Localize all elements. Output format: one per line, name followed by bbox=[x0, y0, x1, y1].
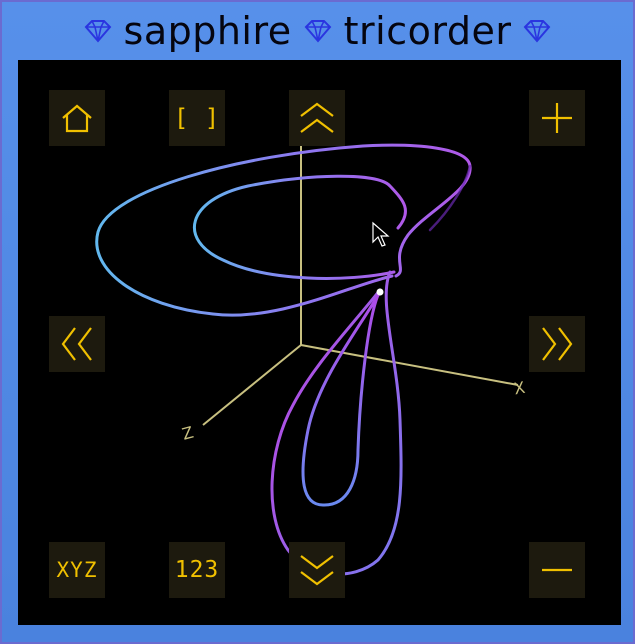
app-title-tricorder: tricorder bbox=[343, 9, 512, 53]
minus-icon bbox=[542, 568, 572, 572]
outer-loop bbox=[95, 143, 472, 317]
lower-lobe bbox=[270, 270, 403, 576]
rotate-down-button[interactable] bbox=[289, 542, 345, 598]
display-screen[interactable]: Y X Z [ ] bbox=[18, 60, 621, 625]
gem-icon bbox=[304, 20, 332, 43]
mouse-cursor-icon bbox=[372, 221, 390, 247]
axis-label-z: Z bbox=[180, 423, 196, 444]
axis-lines bbox=[202, 130, 519, 426]
zoom-out-button[interactable] bbox=[529, 542, 585, 598]
trace-head-dot bbox=[376, 288, 384, 296]
double-chevron-right-icon bbox=[542, 327, 573, 361]
inner-loop bbox=[193, 174, 407, 280]
numeric-display-button[interactable]: 123 bbox=[169, 542, 225, 598]
home-icon bbox=[62, 104, 92, 133]
app-title-sapphire: sapphire bbox=[123, 9, 292, 53]
xyz-label: XYZ bbox=[56, 558, 98, 582]
fading-tail bbox=[428, 164, 472, 232]
zoom-in-button[interactable] bbox=[529, 90, 585, 146]
title-bar: sapphire tricorder bbox=[2, 2, 633, 60]
rotate-up-button[interactable] bbox=[289, 90, 345, 146]
double-chevron-up-icon bbox=[300, 102, 334, 133]
rotate-left-button[interactable] bbox=[49, 316, 105, 372]
home-button[interactable] bbox=[49, 90, 105, 146]
fit-view-button[interactable]: [ ] bbox=[169, 90, 225, 146]
double-chevron-down-icon bbox=[300, 555, 334, 586]
plus-icon bbox=[542, 103, 572, 133]
gem-icon bbox=[524, 20, 551, 43]
gem-icon bbox=[84, 20, 111, 43]
double-chevron-left-icon bbox=[61, 327, 92, 361]
axis-label-x: X bbox=[512, 378, 526, 399]
rotate-right-button[interactable] bbox=[529, 316, 585, 372]
brackets-label: [ ] bbox=[173, 104, 221, 132]
numbers-label: 123 bbox=[174, 557, 220, 583]
xyz-axes-button[interactable]: XYZ bbox=[49, 542, 105, 598]
inner-lower-lobe bbox=[301, 290, 382, 507]
